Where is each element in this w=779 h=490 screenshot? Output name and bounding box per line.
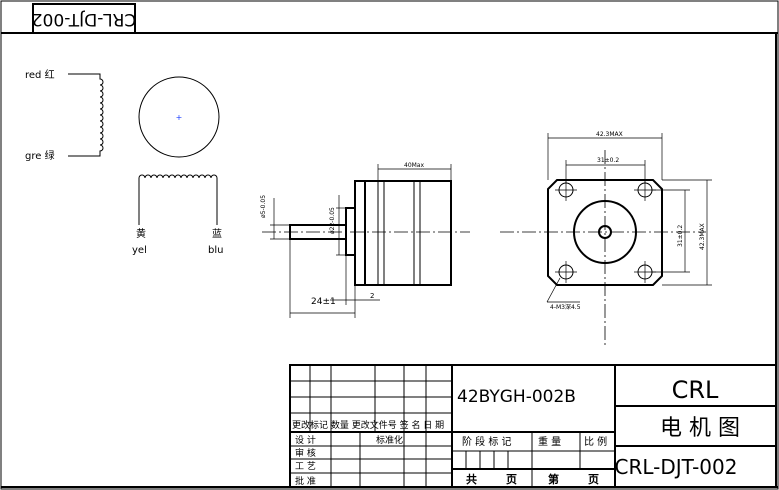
drawing-code: CRL-DJT-002 (615, 455, 738, 479)
model-number: 42BYGH-002B (457, 387, 576, 407)
front-view: 42.3MAX 31±0.2 31±0.2 42.3MAX 4-M3深4.5 (500, 131, 712, 345)
dim-hole-spacing-h: 31±0.2 (597, 157, 619, 164)
drawing-title: 电 机 图 (660, 416, 740, 441)
label-sheet: 页 (506, 473, 517, 486)
side-view: 40Max ø5-0.05 ø22-0.05 24±1 2 (260, 162, 470, 318)
rotor-circle (138, 76, 220, 158)
label-check: 审 核 (295, 447, 316, 459)
shaft-circle (598, 225, 612, 239)
center-mark: + (176, 113, 183, 122)
label-standard: 标准化 (376, 434, 403, 446)
coil-b (138, 174, 218, 225)
revision-header: 更改标记 数量 更改文件号 签 名 日 期 (292, 419, 444, 431)
dim-hole-spacing-v: 31±0.2 (677, 225, 684, 247)
label-stage-mark: 阶 段 标 记 (462, 435, 512, 448)
label-total: 共 (466, 472, 477, 486)
note-mount-holes: 4-M3深4.5 (550, 303, 581, 311)
rotated-drawing-code: CRL-DJT-002 (32, 9, 137, 29)
yellow-wire-cn: 黄 (136, 227, 146, 240)
label-weight: 重 量 (538, 435, 561, 448)
blue-wire-en: blu (208, 245, 223, 256)
flange-outline (547, 179, 663, 286)
green-wire-label: gre 绿 (25, 149, 55, 162)
red-wire-label: red 红 (25, 68, 55, 81)
label-process: 工 艺 (295, 461, 316, 472)
code-box (32, 3, 136, 34)
dim-shaft-length: 24±1 (311, 297, 336, 307)
coil-a (68, 73, 104, 157)
label-approve: 批 准 (295, 475, 316, 487)
dim-body-length: 40Max (404, 162, 424, 169)
title-block: 更改标记 数量 更改文件号 签 名 日 期 设 计 标准化 审 核 工 艺 批 … (289, 364, 777, 488)
wiring-diagram: red 红 gre 绿 + 黄 yel 蓝 blu (25, 68, 223, 256)
dim-boss-dia: ø22-0.05 (329, 207, 336, 234)
dim-shaft-dia: ø5-0.05 (260, 195, 267, 218)
motor-body (364, 180, 452, 286)
flange (354, 180, 366, 286)
dim-height-max: 42.3MAX (699, 223, 706, 250)
company-name: CRL (672, 376, 719, 404)
boss (345, 207, 356, 256)
label-page-no: 第 (548, 472, 559, 486)
label-scale: 比 例 (584, 435, 607, 448)
blue-wire-cn: 蓝 (212, 228, 222, 240)
dim-boss-height: 2 (370, 292, 374, 300)
boss-circle (573, 200, 637, 264)
yellow-wire-en: yel (132, 245, 147, 256)
label-design: 设 计 (295, 434, 316, 446)
dim-width-max: 42.3MAX (596, 131, 623, 138)
label-sheet-2: 页 (588, 473, 599, 486)
